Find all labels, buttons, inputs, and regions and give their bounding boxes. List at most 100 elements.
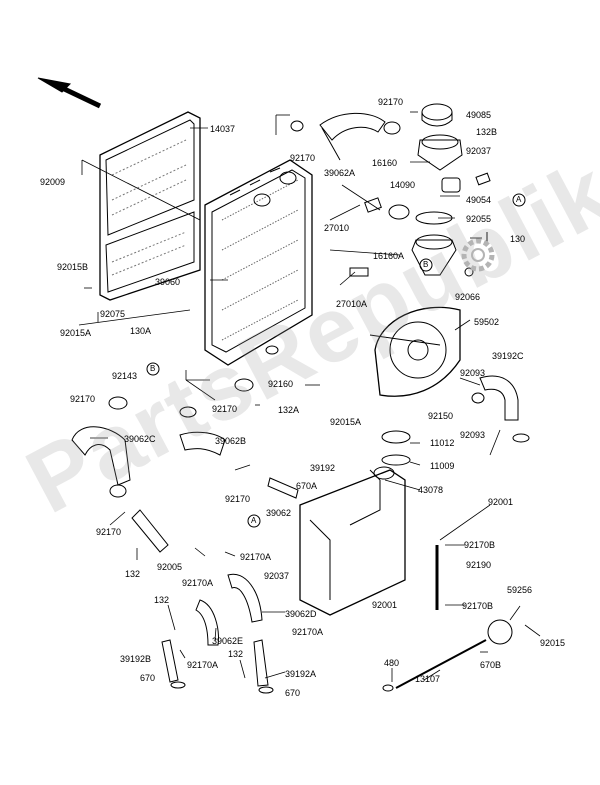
hose-clamp	[290, 120, 304, 132]
part-label: 92170A	[182, 578, 214, 588]
pump-shaft	[395, 639, 487, 689]
cap-11012	[381, 430, 411, 444]
part-label: 92015A	[60, 328, 92, 338]
part-label: 92170	[70, 394, 96, 404]
part-label: 92075	[100, 309, 126, 319]
hose-39062e	[195, 599, 219, 646]
part-label: 92170A	[240, 552, 272, 562]
part-label: 92015A	[330, 417, 362, 427]
part-label: 39192	[310, 463, 336, 473]
part-label: 670A	[296, 481, 318, 491]
part-label: 39062D	[285, 609, 317, 619]
pipe	[131, 509, 169, 553]
callout-b-label: B	[423, 260, 429, 269]
radiator-screen	[99, 111, 201, 301]
hose-clamp	[383, 121, 401, 135]
part-label: 92001	[372, 600, 398, 610]
part-label: 92093	[460, 368, 486, 378]
callout-a-label: A	[251, 516, 257, 525]
part-label: 39192A	[285, 669, 317, 679]
part-label: 670	[285, 688, 301, 698]
pipe-39192c	[479, 375, 519, 421]
part-label: 13107	[415, 674, 441, 684]
part-label: 11012	[430, 438, 455, 448]
part-label: 27010A	[336, 299, 368, 309]
part-label: 92170	[290, 153, 316, 163]
hose-39062b	[179, 431, 226, 456]
part-label: 670B	[480, 660, 502, 670]
part-label: 92170	[225, 494, 251, 504]
callout-a-label: A	[516, 195, 522, 204]
part-label: 132B	[476, 127, 498, 137]
part-label: 92190	[466, 560, 492, 570]
impeller	[487, 619, 513, 645]
part-label: 59256	[507, 585, 533, 595]
leader-lines	[78, 111, 541, 682]
cap-92093	[512, 433, 530, 443]
part-label: 92066	[455, 292, 481, 302]
pipe-39192a	[253, 639, 269, 687]
callout-b-circle	[146, 362, 160, 376]
callout-a-circle	[512, 193, 526, 207]
part-label: 130	[510, 234, 526, 244]
part-label: 92001	[488, 497, 514, 507]
part-label: 39062A	[324, 168, 356, 178]
hose-clamp	[108, 396, 128, 410]
part-label: 59502	[474, 317, 500, 327]
part-label: 39192B	[120, 654, 152, 664]
part-label: 92170B	[462, 601, 494, 611]
part-label: 92170A	[187, 660, 219, 670]
pipe-39192	[267, 477, 299, 499]
part-label: 670	[140, 673, 156, 683]
part-label: 92170	[212, 404, 238, 414]
part-label: 16160	[372, 158, 398, 168]
part-label: 92037	[466, 146, 492, 156]
part-label: 92143	[112, 371, 138, 381]
part-label: 92150	[428, 411, 454, 421]
part-label: 132	[125, 569, 141, 579]
pipe-39192b	[161, 639, 179, 683]
part-label: 49054	[466, 195, 492, 205]
part-label: 92015	[540, 638, 566, 648]
part-label: 14037	[210, 124, 236, 134]
part-label: 480	[384, 658, 400, 668]
hose-39062a	[319, 112, 386, 141]
fan-shroud	[369, 306, 461, 397]
part-label: 39062	[266, 508, 292, 518]
part-label: 92093	[460, 430, 486, 440]
part-label: 43078	[418, 485, 444, 495]
part-label: 92037	[264, 571, 290, 581]
o-ring-670	[258, 686, 274, 694]
o-ring-670	[170, 681, 186, 689]
thermostat-housing	[349, 103, 491, 277]
hose-39062d	[227, 573, 263, 623]
part-label: 92170A	[292, 627, 324, 637]
part-label: 39062B	[215, 436, 247, 446]
part-label: 92005	[157, 562, 183, 572]
part-label: 92160	[268, 379, 294, 389]
o-ring-480	[382, 684, 394, 692]
hose-clamp	[109, 484, 127, 498]
part-label: 92015B	[57, 262, 89, 272]
part-label: 11009	[430, 461, 455, 471]
callout-b-label: B	[150, 364, 156, 373]
part-label: 92009	[40, 177, 66, 187]
part-label: 49085	[466, 110, 492, 120]
part-label: 27010	[324, 223, 350, 233]
radiator-core	[204, 159, 313, 366]
callout-a-circle	[247, 514, 261, 528]
reservoir-tank	[299, 466, 406, 616]
front-direction-arrow-icon	[37, 77, 102, 109]
part-label: 16160A	[373, 251, 405, 261]
grommet-92160	[234, 378, 254, 392]
part-label: 130A	[130, 326, 152, 336]
callout-b-circle	[419, 258, 433, 272]
part-label: 92170	[378, 97, 404, 107]
part-label: 39060	[155, 277, 181, 287]
part-label: 132A	[278, 405, 300, 415]
part-label: 14090	[390, 180, 416, 190]
part-label: 92055	[466, 214, 492, 224]
part-label: 92170B	[464, 540, 496, 550]
clamp-92093	[471, 392, 485, 404]
